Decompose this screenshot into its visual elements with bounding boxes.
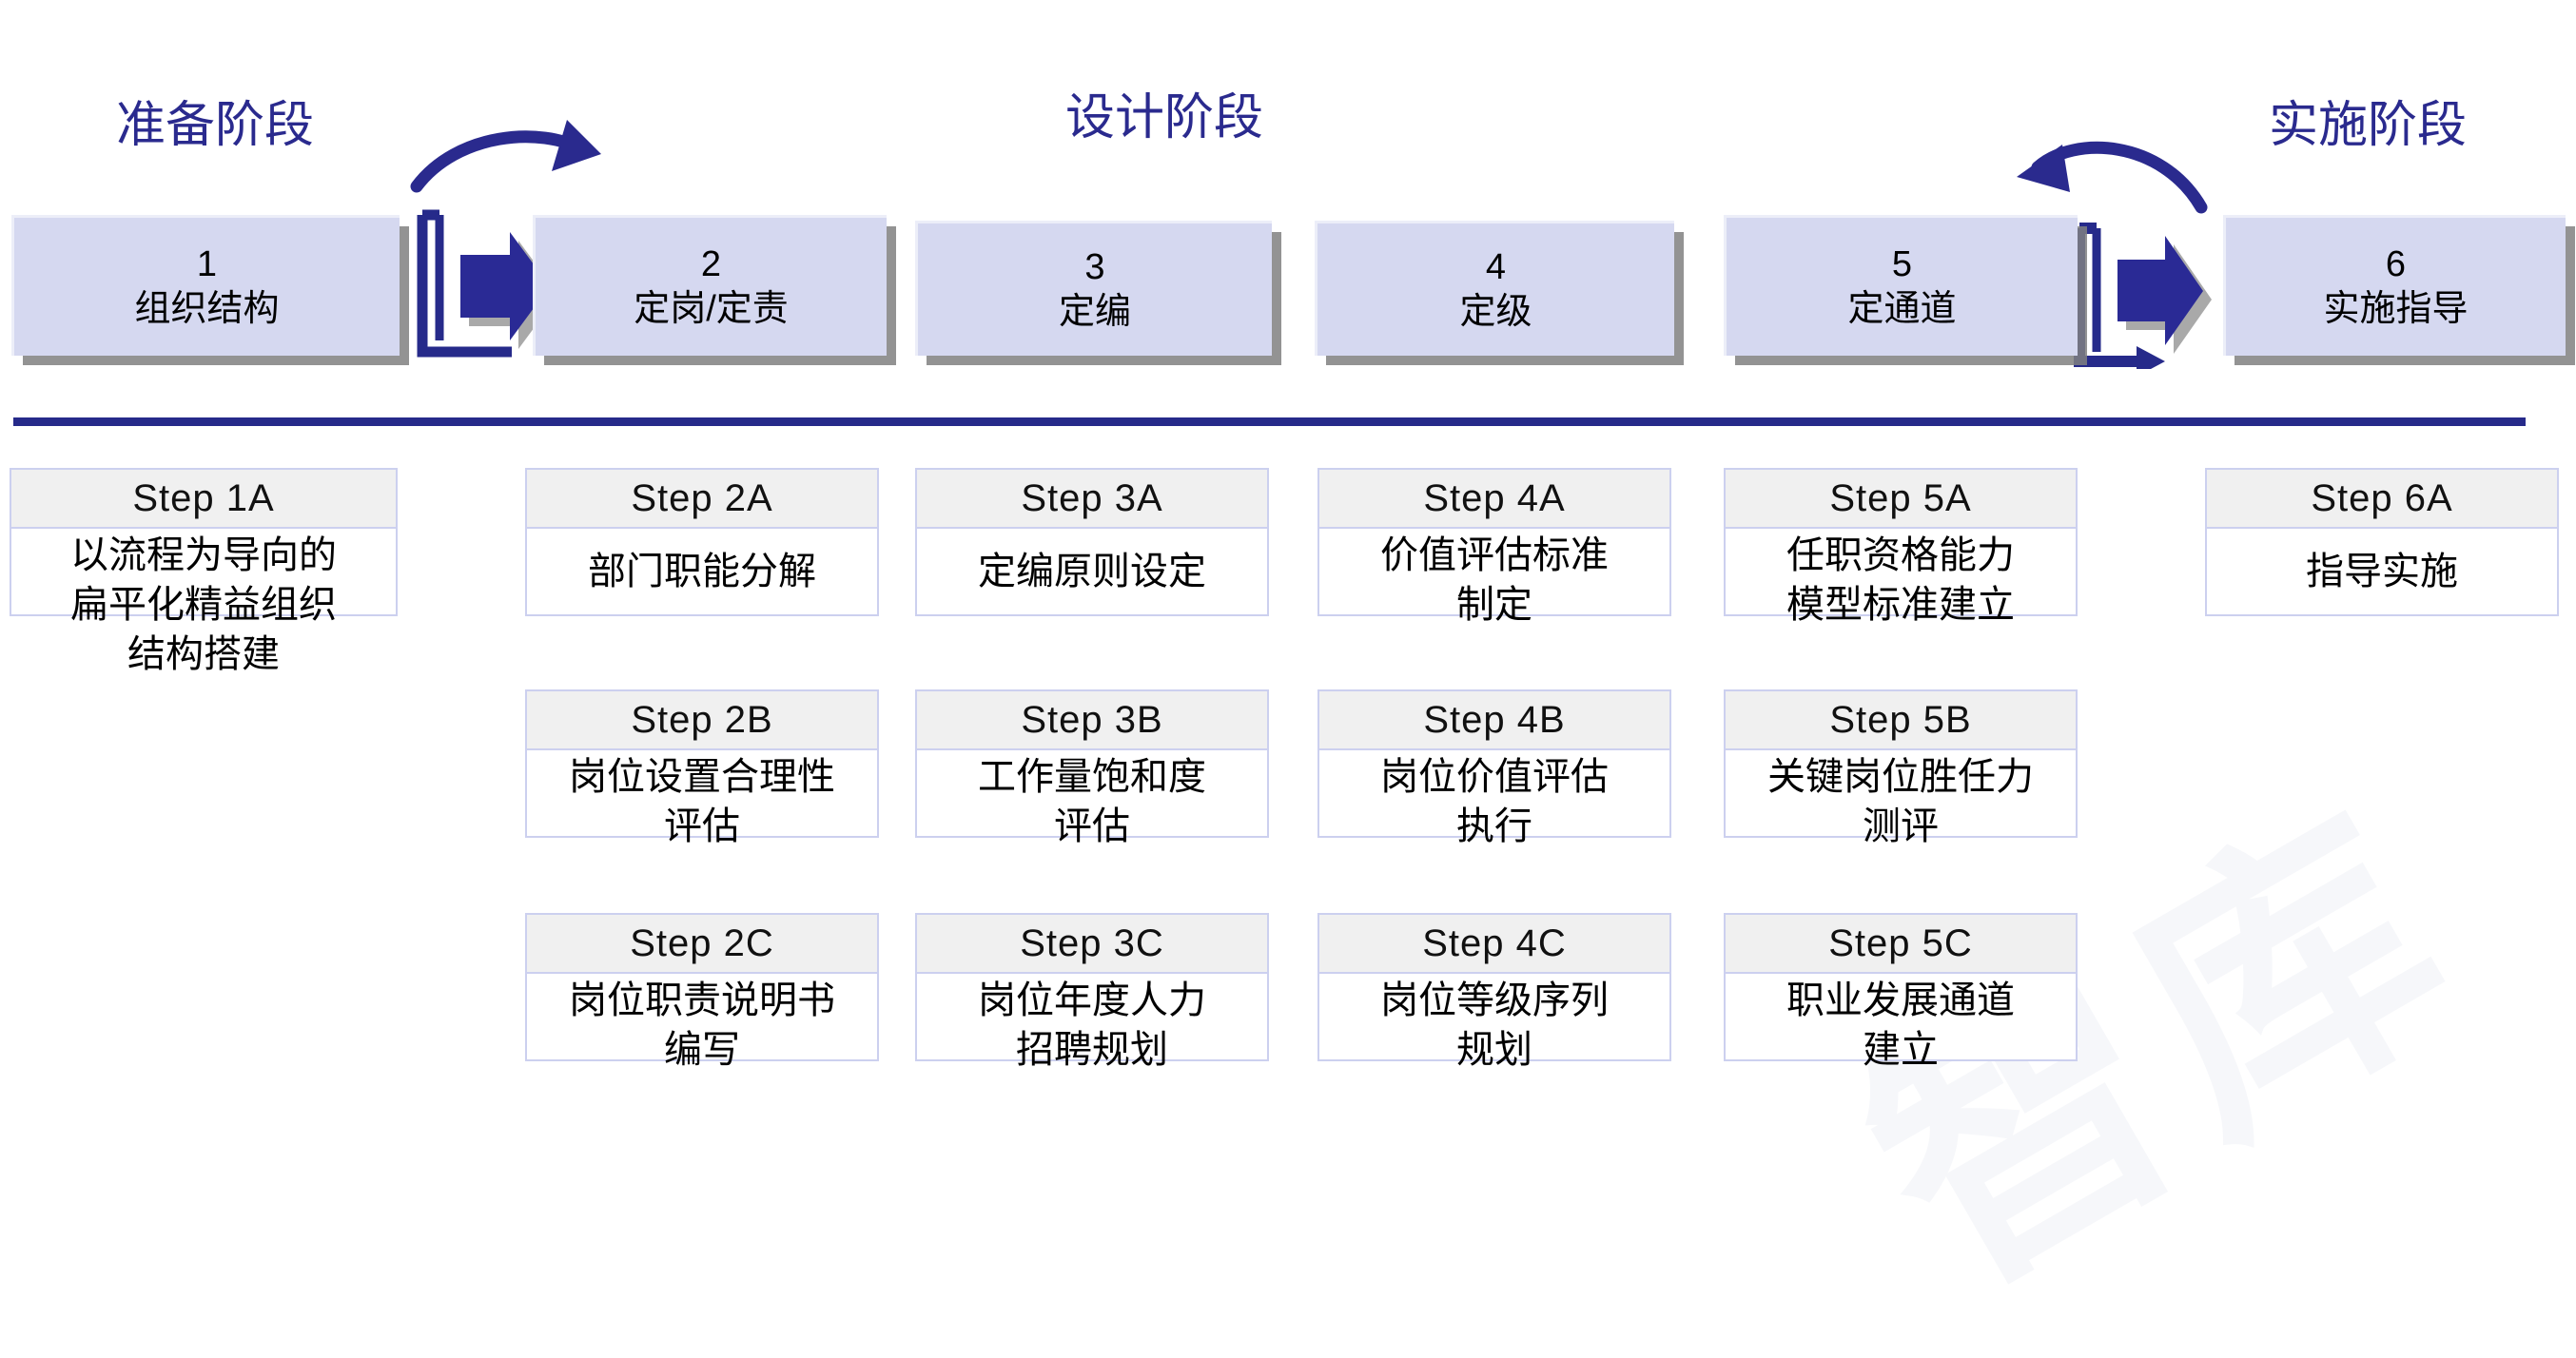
step-card-body: 工作量饱和度 评估: [978, 756, 1206, 847]
process-box-label: 定岗/定责: [634, 288, 789, 329]
process-box-label: 定级: [1459, 291, 1532, 332]
step-card-title: Step 4A: [1319, 470, 1669, 529]
connector-forward-left: [398, 112, 616, 359]
process-box-label: 组织结构: [134, 288, 280, 329]
step-card-body: 职业发展通道 建立: [1786, 980, 2015, 1071]
step-card-title: Step 5B: [1726, 691, 2076, 750]
step-card-body: 部门职能分解: [588, 551, 816, 592]
process-box-label: 定编: [1058, 291, 1131, 332]
step-card-title: Step 4B: [1319, 691, 1669, 750]
step-card[interactable]: Step 2B 岗位设置合理性 评估: [525, 689, 879, 847]
step-card[interactable]: Step 2A 部门职能分解: [525, 468, 879, 616]
step-card-title: Step 1A: [11, 470, 396, 529]
phase-title-implement: 实施阶段: [2269, 98, 2468, 153]
step-card-title: Step 2A: [527, 470, 877, 529]
step-card-title: Step 2C: [527, 915, 877, 974]
step-card-body: 以流程为导向的 扁平化精益组织 结构搭建: [70, 534, 337, 675]
step-card[interactable]: Step 3A 定编原则设定: [915, 468, 1269, 616]
phase-title-design: 设计阶段: [1065, 90, 1264, 146]
step-card[interactable]: Step 5C 职业发展通道 建立: [1724, 913, 2078, 1071]
diagram-canvas: 智库 准备阶段设计阶段实施阶段: [10, 90, 2566, 1071]
process-box-label: 实施指导: [2323, 288, 2469, 329]
step-card-title: Step 3A: [917, 470, 1267, 529]
return-arc-arrow-icon: [2017, 141, 2212, 369]
step-card-body: 岗位设置合理性 评估: [569, 756, 835, 847]
step-card-body: 岗位等级序列 规划: [1380, 980, 1609, 1071]
step-card-title: Step 6A: [2207, 470, 2557, 529]
process-box-number: 4: [1485, 247, 1507, 288]
step-card-body: 任职资格能力 模型标准建立: [1786, 534, 2015, 626]
step-card[interactable]: Step 4C 岗位等级序列 规划: [1317, 913, 1671, 1071]
step-card[interactable]: Step 3C 岗位年度人力 招聘规划: [915, 913, 1269, 1071]
step-card-body: 岗位年度人力 招聘规划: [978, 980, 1206, 1071]
step-card-body: 关键岗位胜任力 测评: [1767, 756, 2034, 847]
step-card-body: 定编原则设定: [978, 551, 1206, 592]
process-box-label: 定通道: [1847, 288, 1957, 329]
step-card[interactable]: Step 5B 关键岗位胜任力 测评: [1724, 689, 2078, 847]
section-divider: [13, 417, 2526, 426]
process-box-number: 3: [1084, 247, 1105, 288]
step-card[interactable]: Step 2C 岗位职责说明书 编写: [525, 913, 879, 1071]
step-card-body: 岗位职责说明书 编写: [569, 980, 835, 1071]
step-card[interactable]: Step 6A 指导实施: [2205, 468, 2559, 616]
step-card-title: Step 2B: [527, 691, 877, 750]
step-card-title: Step 5C: [1726, 915, 2076, 974]
connector-return-right: [2001, 112, 2239, 369]
step-card-title: Step 3C: [917, 915, 1267, 974]
step-card-title: Step 4C: [1319, 915, 1669, 974]
step-card-body: 岗位价值评估 执行: [1380, 756, 1609, 847]
process-box-number: 1: [196, 244, 218, 285]
step-card-title: Step 3B: [917, 691, 1267, 750]
step-card[interactable]: Step 3B 工作量饱和度 评估: [915, 689, 1269, 847]
phase-title-prepare: 准备阶段: [116, 98, 315, 153]
process-box-number: 5: [1891, 244, 1913, 285]
forward-arc-arrow-icon: [410, 120, 601, 358]
step-card-title: Step 5A: [1726, 470, 2076, 529]
process-box-number: 6: [2385, 244, 2407, 285]
step-card[interactable]: Step 4B 岗位价值评估 执行: [1317, 689, 1671, 847]
step-card-body: 价值评估标准 制定: [1380, 534, 1609, 626]
process-box-number: 2: [700, 244, 722, 285]
step-card-body: 指导实施: [2306, 551, 2458, 592]
